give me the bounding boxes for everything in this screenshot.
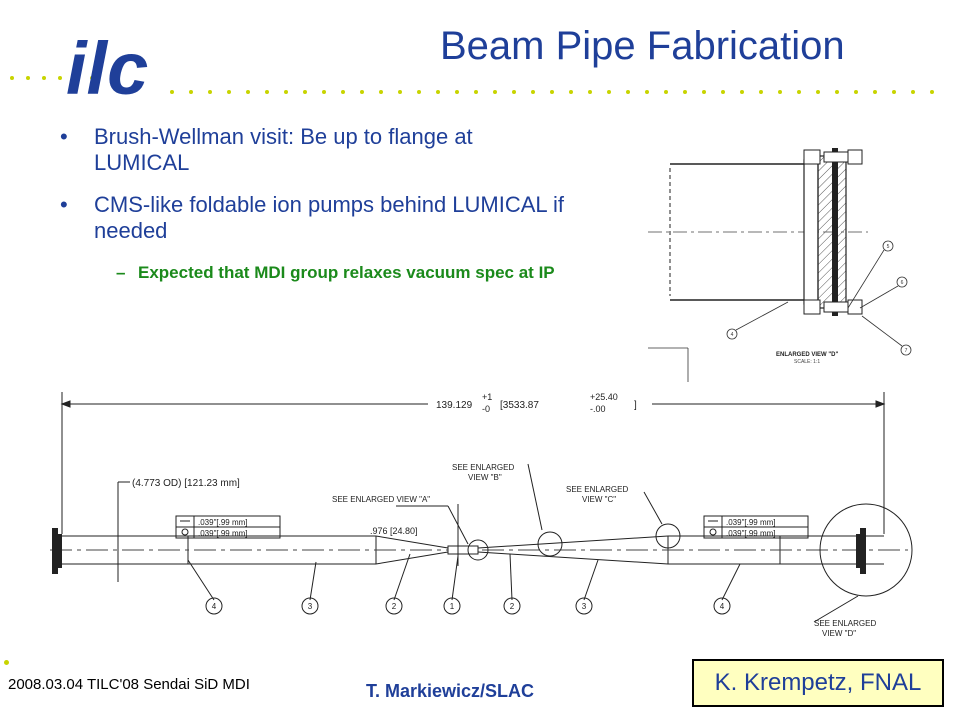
tol-right-flat: .039"[.99 mm] <box>726 518 776 527</box>
rule-dot <box>360 90 364 94</box>
overall-metric-tol-minus: -.00 <box>590 404 606 414</box>
rule-dot <box>930 90 934 94</box>
logo-text: ilc <box>66 27 148 104</box>
rule-dot <box>398 90 402 94</box>
overall-metric-tol-plus: +25.40 <box>590 392 618 402</box>
part-label: 2 <box>510 602 515 611</box>
center-dim: .976 [24.80] <box>370 526 418 536</box>
rule-dot <box>550 90 554 94</box>
rule-dot <box>835 90 839 94</box>
title-dotted-rule <box>170 90 934 94</box>
bullet-marker: • <box>60 124 68 149</box>
rule-dot <box>759 90 763 94</box>
rule-dot <box>721 90 725 94</box>
rule-dot <box>892 90 896 94</box>
overall-tol-plus: +1 <box>482 392 492 402</box>
part-label: 3 <box>582 602 587 611</box>
see-view-b-line2: VIEW "B" <box>468 473 502 482</box>
rule-dot <box>474 90 478 94</box>
see-view-b-line1: SEE ENLARGED <box>452 463 514 472</box>
rule-dot <box>645 90 649 94</box>
beam-pipe-drawing: 139.129 +1 -0 [3533.87 +25.40 -.00 ] (4.… <box>38 384 950 654</box>
enlarged-view-caption: ENLARGED VIEW "D" <box>776 352 839 358</box>
overall-metric: [3533.87 <box>500 400 539 411</box>
rule-dot <box>512 90 516 94</box>
footer-date-event: 2008.03.04 TILC'08 Sendai SiD MDI <box>8 676 250 693</box>
rule-dot <box>816 90 820 94</box>
enlarged-view-d-drawing: 5 6 7 4 ENLARGED VIEW "D" SCALE: 1:1 <box>648 112 932 382</box>
bullet-1: • Brush-Wellman visit: Be up to flange a… <box>60 124 580 180</box>
enlarged-view-scale: SCALE: 1:1 <box>794 359 820 365</box>
rule-dot <box>265 90 269 94</box>
rule-dot <box>607 90 611 94</box>
rule-dot <box>911 90 915 94</box>
rule-dot <box>702 90 706 94</box>
sub-bullet-1-text: Expected that MDI group relaxes vacuum s… <box>138 263 555 282</box>
rule-dot <box>284 90 288 94</box>
od-label: (4.773 OD) [121.23 mm] <box>132 478 240 489</box>
see-view-d-line2: VIEW "D" <box>822 629 856 638</box>
rule-dot <box>379 90 383 94</box>
bullet-2-text: CMS-like foldable ion pumps behind LUMIC… <box>94 192 564 243</box>
see-view-c-line1: SEE ENLARGED <box>566 485 628 494</box>
tol-left-circ: .039"[.99 mm] <box>198 529 248 538</box>
sub-bullet-1: – Expected that MDI group relaxes vacuum… <box>116 262 556 310</box>
tol-right-circ: .039"[.99 mm] <box>726 529 776 538</box>
callout-6: 6 <box>901 280 904 286</box>
rule-dot <box>854 90 858 94</box>
see-view-c-line2: VIEW "C" <box>582 495 616 504</box>
rule-dot <box>664 90 668 94</box>
rule-dot <box>683 90 687 94</box>
rule-dot <box>417 90 421 94</box>
rule-dot <box>455 90 459 94</box>
rule-dot <box>626 90 630 94</box>
overall-metric-close: ] <box>634 400 637 411</box>
part-label: 1 <box>450 602 455 611</box>
bullet-1-text: Brush-Wellman visit: Be up to flange at … <box>94 124 473 175</box>
part-label: 3 <box>308 602 313 611</box>
see-view-d-line1: SEE ENLARGED <box>814 619 876 628</box>
part-label: 4 <box>212 602 217 611</box>
rule-dot <box>569 90 573 94</box>
page-title: Beam Pipe Fabrication <box>440 24 845 68</box>
callout-5: 5 <box>887 244 890 250</box>
rule-dot <box>303 90 307 94</box>
overall-tol-minus: -0 <box>482 404 490 414</box>
rule-dot <box>588 90 592 94</box>
rule-dot <box>170 90 174 94</box>
part-label: 4 <box>720 602 725 611</box>
rule-dot <box>797 90 801 94</box>
rule-dot <box>246 90 250 94</box>
rule-dot <box>531 90 535 94</box>
footer-author: T. Markiewicz/SLAC <box>366 681 535 701</box>
rule-dot <box>227 90 231 94</box>
rule-dot <box>740 90 744 94</box>
credit-box: K. Krempetz, FNAL <box>692 659 944 707</box>
part-label: 2 <box>392 602 397 611</box>
credit-text: K. Krempetz, FNAL <box>714 669 922 696</box>
rule-dot <box>322 90 326 94</box>
overall-dim: 139.129 <box>436 400 473 411</box>
see-view-a: SEE ENLARGED VIEW "A" <box>332 495 430 504</box>
tol-left-flat: .039"[.99 mm] <box>198 518 248 527</box>
callout-7: 7 <box>905 348 908 354</box>
rule-dot <box>873 90 877 94</box>
sub-bullet-marker: – <box>116 263 126 282</box>
decor-dot <box>4 660 9 665</box>
bullet-marker: • <box>60 192 68 217</box>
callout-4: 4 <box>731 332 734 338</box>
rule-dot <box>493 90 497 94</box>
rule-dot <box>208 90 212 94</box>
rule-dot <box>778 90 782 94</box>
bullet-2: • CMS-like foldable ion pumps behind LUM… <box>60 192 580 248</box>
rule-dot <box>189 90 193 94</box>
ilc-logo: ilc <box>10 27 148 104</box>
rule-dot <box>341 90 345 94</box>
rule-dot <box>436 90 440 94</box>
